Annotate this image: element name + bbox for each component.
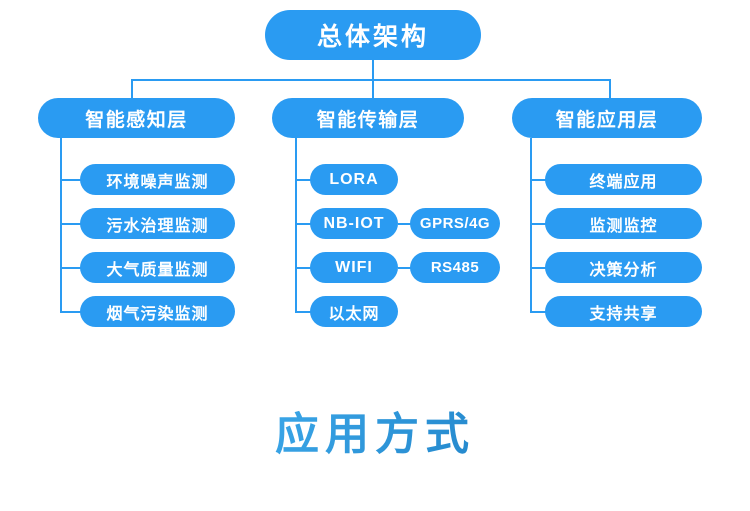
layer-node-transmission[interactable]: 智能传输层 [272, 98, 464, 138]
connector-stub-col2-row4 [295, 311, 312, 313]
connector-root-stem [372, 60, 374, 80]
item-col1-environment-noise[interactable]: 环境噪声监测 [80, 164, 235, 195]
item-col3-terminal-application[interactable]: 终端应用 [545, 164, 702, 195]
connector-stub-col2-row3 [295, 267, 312, 269]
item-col2-side-gprs-4g[interactable]: GPRS/4G [410, 208, 500, 239]
connector-nbiot-to-gprs [398, 223, 412, 225]
connector-stub-col2-row2 [295, 223, 312, 225]
connector-stub-col1-row4 [60, 311, 82, 313]
item-col2-nb-iot[interactable]: NB-IOT [310, 208, 398, 239]
connector-root-bus [131, 79, 611, 81]
item-col1-flue-gas-pollution[interactable]: 烟气污染监测 [80, 296, 235, 327]
layer-node-perception[interactable]: 智能感知层 [38, 98, 235, 138]
connector-stub-col3-row3 [530, 267, 547, 269]
item-col1-sewage-treatment[interactable]: 污水治理监测 [80, 208, 235, 239]
connector-stub-col2-row1 [295, 179, 312, 181]
connector-drop-layer3 [609, 79, 611, 99]
item-col2-lora[interactable]: LORA [310, 164, 398, 195]
item-col2-side-rs485[interactable]: RS485 [410, 252, 500, 283]
connector-spine-column1 [60, 138, 62, 312]
item-col3-support-sharing[interactable]: 支持共享 [545, 296, 702, 327]
section-heading-application-methods: 应用方式 [0, 398, 750, 462]
connector-stub-col1-row2 [60, 223, 82, 225]
connector-stub-col3-row1 [530, 179, 547, 181]
connector-drop-layer2 [372, 79, 374, 99]
item-col3-monitoring-supervision[interactable]: 监测监控 [545, 208, 702, 239]
layer-node-application[interactable]: 智能应用层 [512, 98, 702, 138]
item-col2-wifi[interactable]: WIFI [310, 252, 398, 283]
connector-spine-column2 [295, 138, 297, 312]
connector-spine-column3 [530, 138, 532, 312]
item-col2-ethernet[interactable]: 以太网 [310, 296, 398, 327]
connector-stub-col3-row2 [530, 223, 547, 225]
item-col1-air-quality[interactable]: 大气质量监测 [80, 252, 235, 283]
connector-drop-layer1 [131, 79, 133, 99]
root-node-overall-architecture[interactable]: 总体架构 [265, 10, 481, 60]
connector-wifi-to-rs485 [398, 267, 412, 269]
item-col3-decision-analysis[interactable]: 决策分析 [545, 252, 702, 283]
architecture-diagram: 总体架构 智能感知层 智能传输层 智能应用层 环境噪声监测 污水治理监测 大气质… [38, 10, 702, 327]
connector-stub-col1-row1 [60, 179, 82, 181]
connector-stub-col3-row4 [530, 311, 547, 313]
connector-stub-col1-row3 [60, 267, 82, 269]
